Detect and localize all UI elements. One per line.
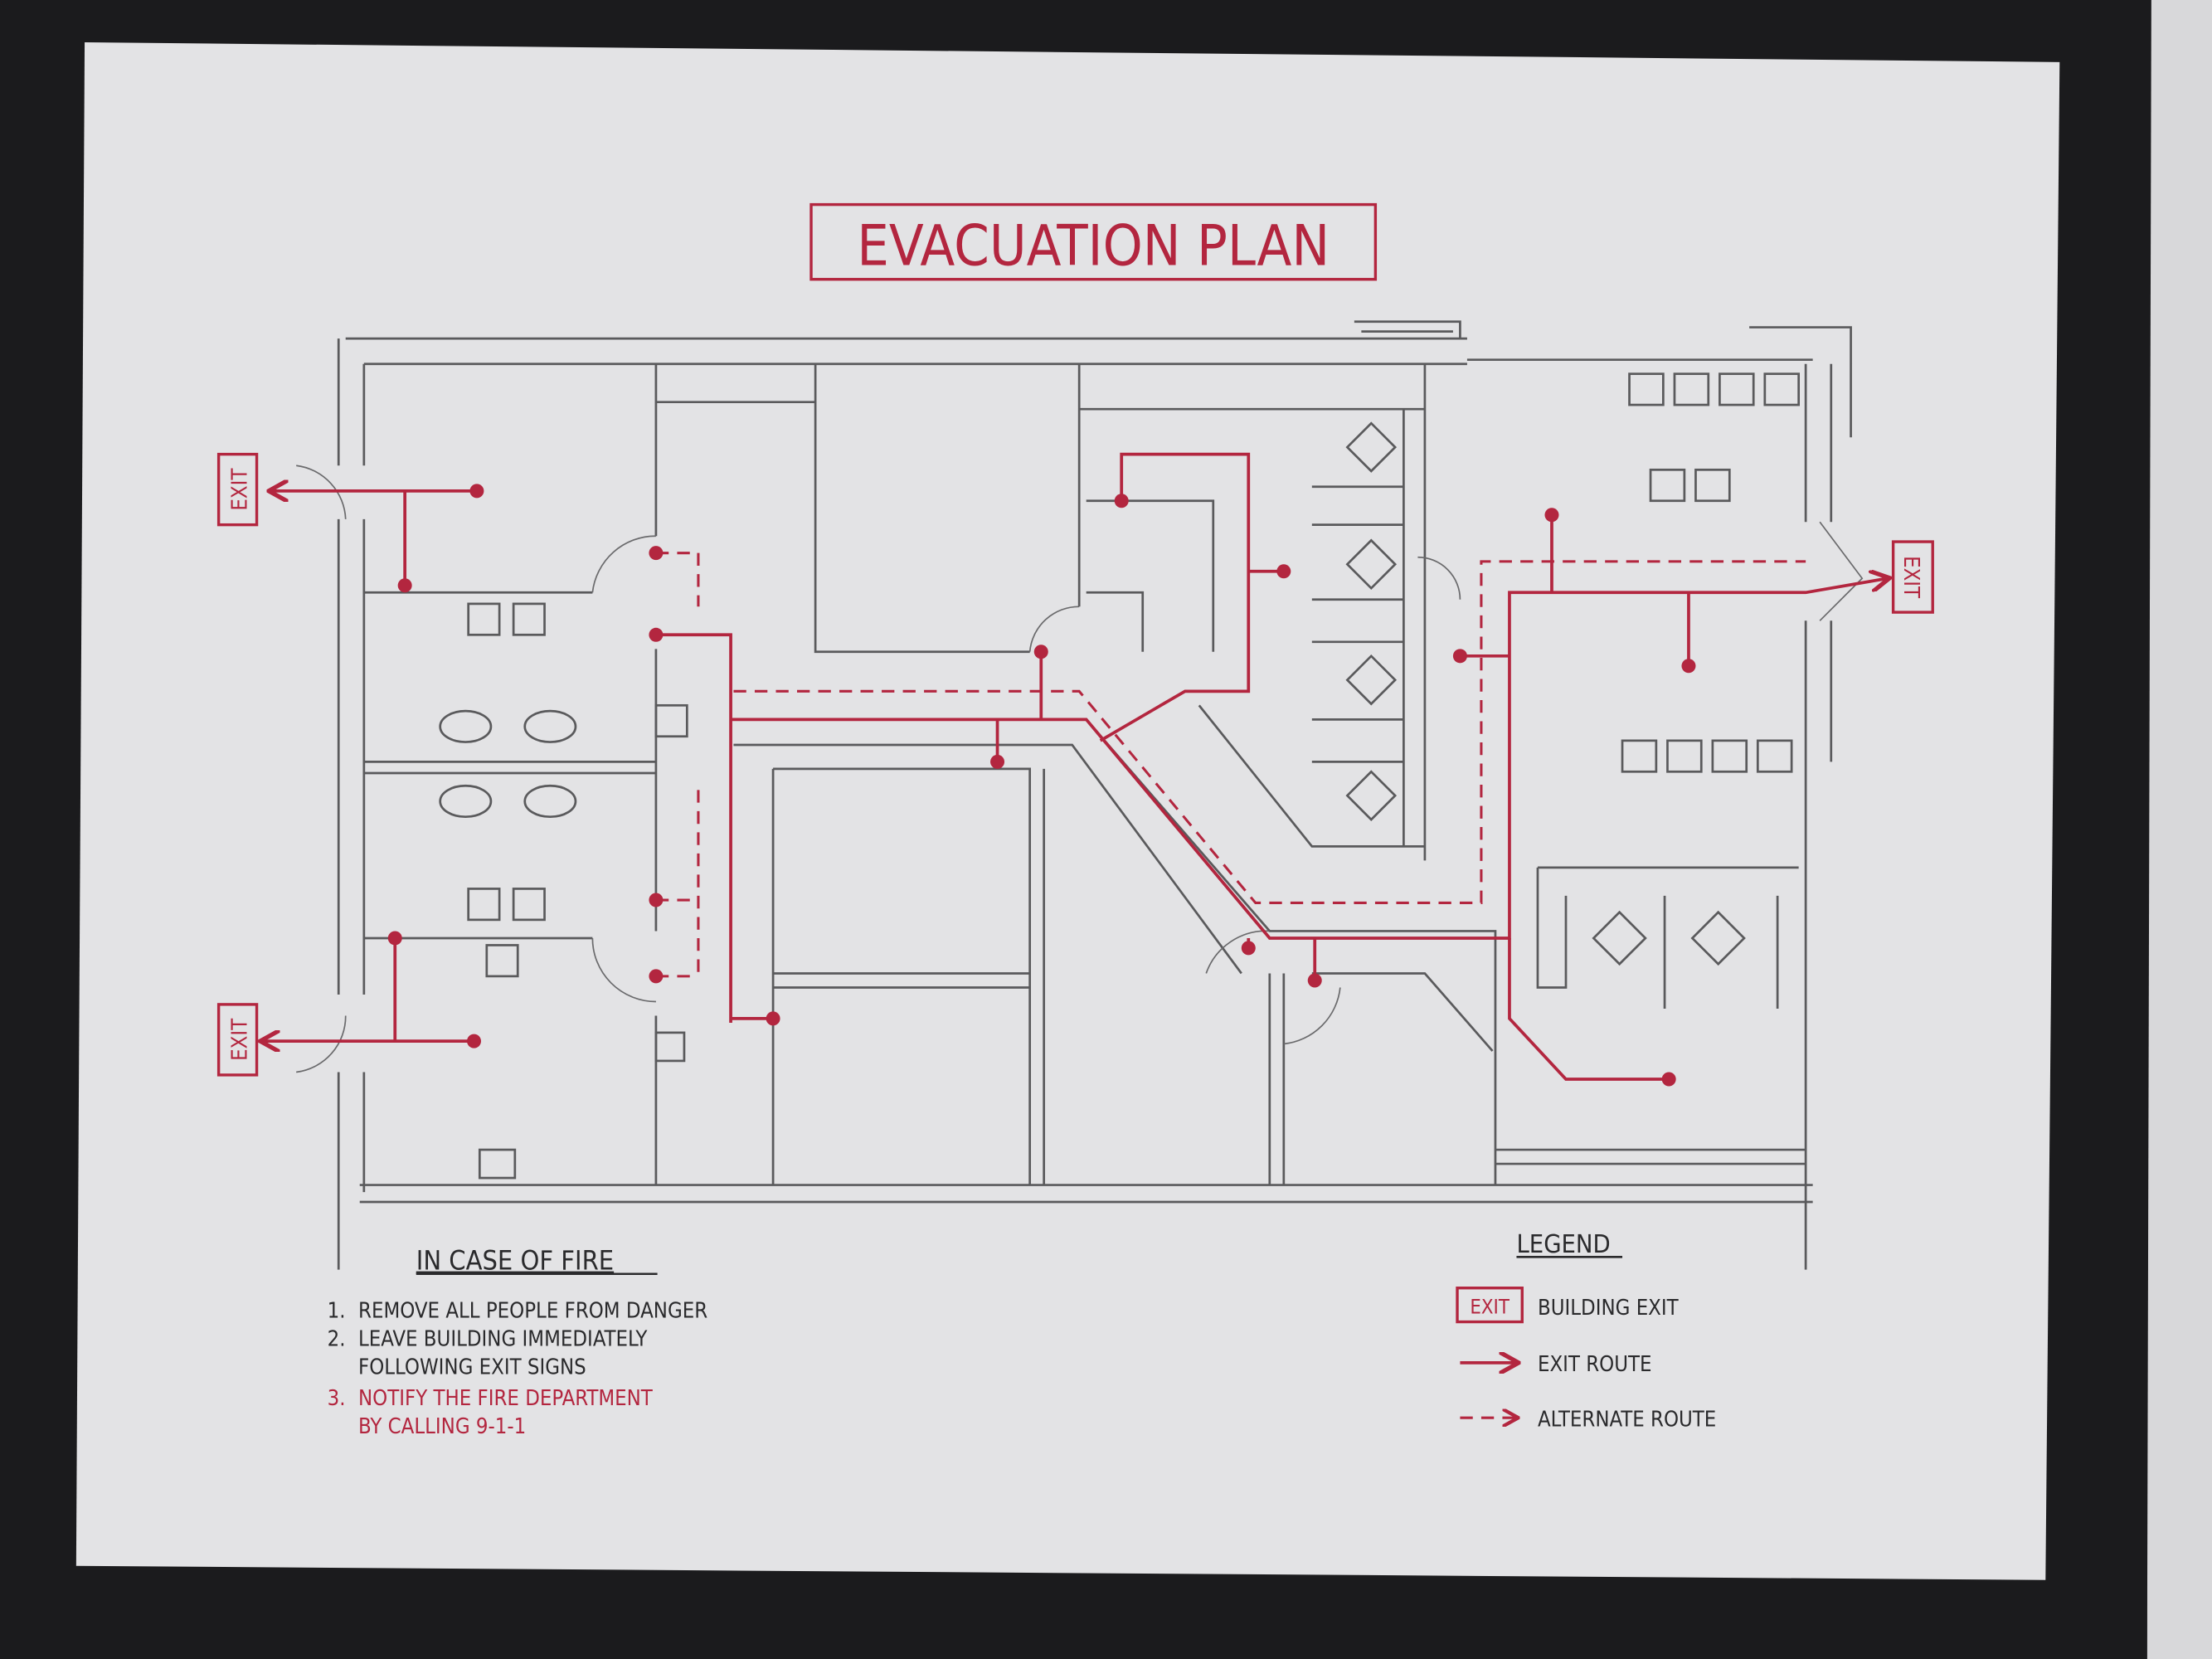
- svg-text:FOLLOWING EXIT SIGNS: FOLLOWING EXIT SIGNS: [358, 1355, 586, 1379]
- exit-sign-left-bottom: EXIT: [216, 1003, 259, 1077]
- svg-text:EXIT: EXIT: [1898, 556, 1923, 599]
- instructions-heading: IN CASE OF FIRE: [416, 1245, 614, 1277]
- fire-instructions: IN CASE OF FIRE 1. REMOVE ALL PEOPLE FRO…: [328, 1245, 708, 1439]
- svg-text:1.: 1.: [328, 1298, 346, 1323]
- svg-text:3.: 3.: [328, 1386, 346, 1411]
- svg-text:EXIT: EXIT: [228, 468, 253, 511]
- title-box: EVACUATION PLAN: [809, 202, 1378, 281]
- exit-sign-right: EXIT: [1891, 540, 1934, 614]
- svg-text:REMOVE ALL PEOPLE FROM DANGER: REMOVE ALL PEOPLE FROM DANGER: [358, 1298, 707, 1323]
- plan-title: EVACUATION PLAN: [857, 214, 1330, 280]
- svg-text:NOTIFY THE FIRE DEPARTMENT: NOTIFY THE FIRE DEPARTMENT: [358, 1386, 654, 1411]
- svg-text:LEAVE BUILDING IMMEDIATELY: LEAVE BUILDING IMMEDIATELY: [358, 1326, 648, 1351]
- svg-text:EXIT ROUTE: EXIT ROUTE: [1538, 1352, 1652, 1377]
- svg-text:EXIT: EXIT: [1470, 1295, 1510, 1318]
- exit-sign-left-top: EXIT: [216, 452, 259, 527]
- svg-text:EXIT: EXIT: [228, 1018, 253, 1061]
- svg-text:BUILDING EXIT: BUILDING EXIT: [1538, 1296, 1680, 1321]
- svg-text:BY CALLING 9-1-1: BY CALLING 9-1-1: [358, 1414, 526, 1439]
- legend: LEGEND EXIT BUILDING EXIT EXIT ROUTE ALT…: [1456, 1230, 1716, 1432]
- svg-text:ALTERNATE ROUTE: ALTERNATE ROUTE: [1538, 1407, 1716, 1432]
- svg-text:2.: 2.: [328, 1326, 346, 1351]
- paper-sheet: [75, 42, 2060, 1580]
- background-wall: [2146, 0, 2212, 1659]
- exit-routes: [262, 452, 1887, 1087]
- floor-plan-walls: [296, 320, 1864, 1270]
- legend-heading: LEGEND: [1516, 1230, 1610, 1259]
